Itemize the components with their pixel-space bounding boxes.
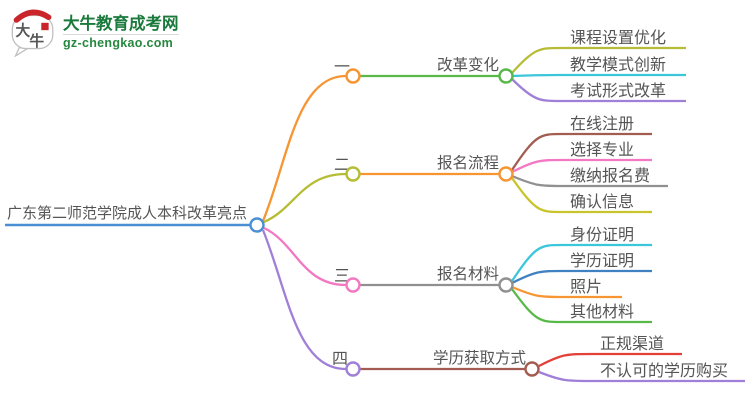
branch-2-leaf-line-4 bbox=[511, 177, 652, 214]
branch-2-topic-label[interactable]: 报名流程 bbox=[437, 154, 499, 172]
branch-1-leaf-label-2[interactable]: 教学模式创新 bbox=[570, 56, 666, 74]
branch-4-topic-label[interactable]: 学历获取方式 bbox=[433, 349, 526, 367]
branch-4-leaf-label-2[interactable]: 不认可的学历购买 bbox=[600, 362, 728, 380]
branch-4-leaf-label-1[interactable]: 正规渠道 bbox=[600, 335, 664, 353]
logo-bubble-icon: 大 牛 bbox=[11, 9, 54, 57]
branch-3-leaf-line-4 bbox=[511, 288, 652, 324]
branch-3-leaf-line-1 bbox=[511, 243, 652, 282]
logo-title: 大牛教育成考网 bbox=[63, 14, 179, 33]
branch-3-leaf-line-2 bbox=[511, 269, 652, 285]
branch-3-index-circle[interactable] bbox=[345, 277, 361, 293]
red-seal bbox=[41, 22, 49, 31]
branch-3-topic-label[interactable]: 报名材料 bbox=[437, 265, 499, 283]
branch-3-topic-circle[interactable] bbox=[498, 277, 514, 293]
branch-2-leaf-line-2 bbox=[511, 158, 652, 174]
branch-1-index-label[interactable]: 一 bbox=[334, 59, 350, 76]
branch-2-leaf-line-3 bbox=[511, 174, 668, 188]
branch-1: 一 改革变化 课程设置优化 教学模式创新 考试形式改革 bbox=[334, 29, 686, 103]
branch-1-topic-circle[interactable] bbox=[498, 68, 514, 84]
branch-2-index-circle[interactable] bbox=[345, 166, 361, 182]
branch-3-leaf-label-1[interactable]: 身份证明 bbox=[570, 226, 634, 244]
branch-3-leaf-label-3[interactable]: 照片 bbox=[570, 278, 602, 296]
branch-4-index-circle[interactable] bbox=[345, 361, 361, 377]
branch-3: 三 报名材料 身份证明 学历证明 照片 其他材料 bbox=[334, 226, 652, 324]
branch-3-leaf-label-4[interactable]: 其他材料 bbox=[570, 303, 634, 321]
branch-1-leaf-label-1[interactable]: 课程设置优化 bbox=[570, 29, 666, 47]
branch-curve-2 bbox=[263, 172, 347, 224]
branch-2: 二 报名流程 在线注册 选择专业 缴纳报名费 确认信息 bbox=[334, 115, 668, 214]
branch-3-leaf-line-3 bbox=[511, 285, 622, 299]
branch-4: 四 学历获取方式 正规渠道 不认可的学历购买 bbox=[332, 335, 745, 383]
branch-1-index-circle[interactable] bbox=[345, 68, 361, 84]
branch-2-leaf-label-3[interactable]: 缴纳报名费 bbox=[570, 167, 650, 185]
branch-2-leaf-label-1[interactable]: 在线注册 bbox=[570, 115, 634, 133]
branch-2-leaf-line-1 bbox=[511, 132, 652, 171]
branch-1-leaf-line-3 bbox=[511, 78, 686, 103]
branch-4-leaf-line-1 bbox=[538, 352, 682, 368]
branch-2-index-label[interactable]: 二 bbox=[334, 157, 350, 174]
logo-char-bottom: 牛 bbox=[29, 32, 44, 50]
site-logo[interactable]: 大 牛 大牛教育成考网 gz-chengkao.com bbox=[10, 7, 179, 57]
branch-3-index-label[interactable]: 三 bbox=[334, 268, 350, 285]
root-node[interactable]: 广东第二师范学院成人本科改革亮点 bbox=[5, 204, 250, 227]
logo-domain: gz-chengkao.com bbox=[63, 33, 179, 51]
branch-1-leaf-line-2 bbox=[511, 73, 686, 78]
branch-curve-4 bbox=[261, 229, 347, 371]
branch-4-leaf-line-2 bbox=[538, 370, 745, 383]
branch-curve-3 bbox=[263, 226, 347, 287]
branch-4-index-label[interactable]: 四 bbox=[332, 351, 348, 368]
branch-2-topic-circle[interactable] bbox=[498, 166, 514, 182]
branch-2-leaf-label-4[interactable]: 确认信息 bbox=[570, 193, 634, 211]
branch-1-topic-label[interactable]: 改革变化 bbox=[437, 56, 499, 74]
red-arc bbox=[13, 9, 52, 23]
branch-2-leaf-label-2[interactable]: 选择专业 bbox=[570, 141, 634, 159]
branch-4-topic-circle[interactable] bbox=[524, 361, 540, 377]
branch-3-leaf-label-2[interactable]: 学历证明 bbox=[570, 252, 634, 270]
branch-1-leaf-line-1 bbox=[511, 46, 686, 74]
root-label[interactable]: 广东第二师范学院成人本科改革亮点 bbox=[7, 204, 247, 222]
branch-1-leaf-label-3[interactable]: 考试形式改革 bbox=[570, 82, 666, 100]
logo-char-top: 大 bbox=[16, 22, 31, 40]
root-connector-circle[interactable] bbox=[249, 217, 265, 233]
branch-curve-1 bbox=[261, 74, 347, 222]
